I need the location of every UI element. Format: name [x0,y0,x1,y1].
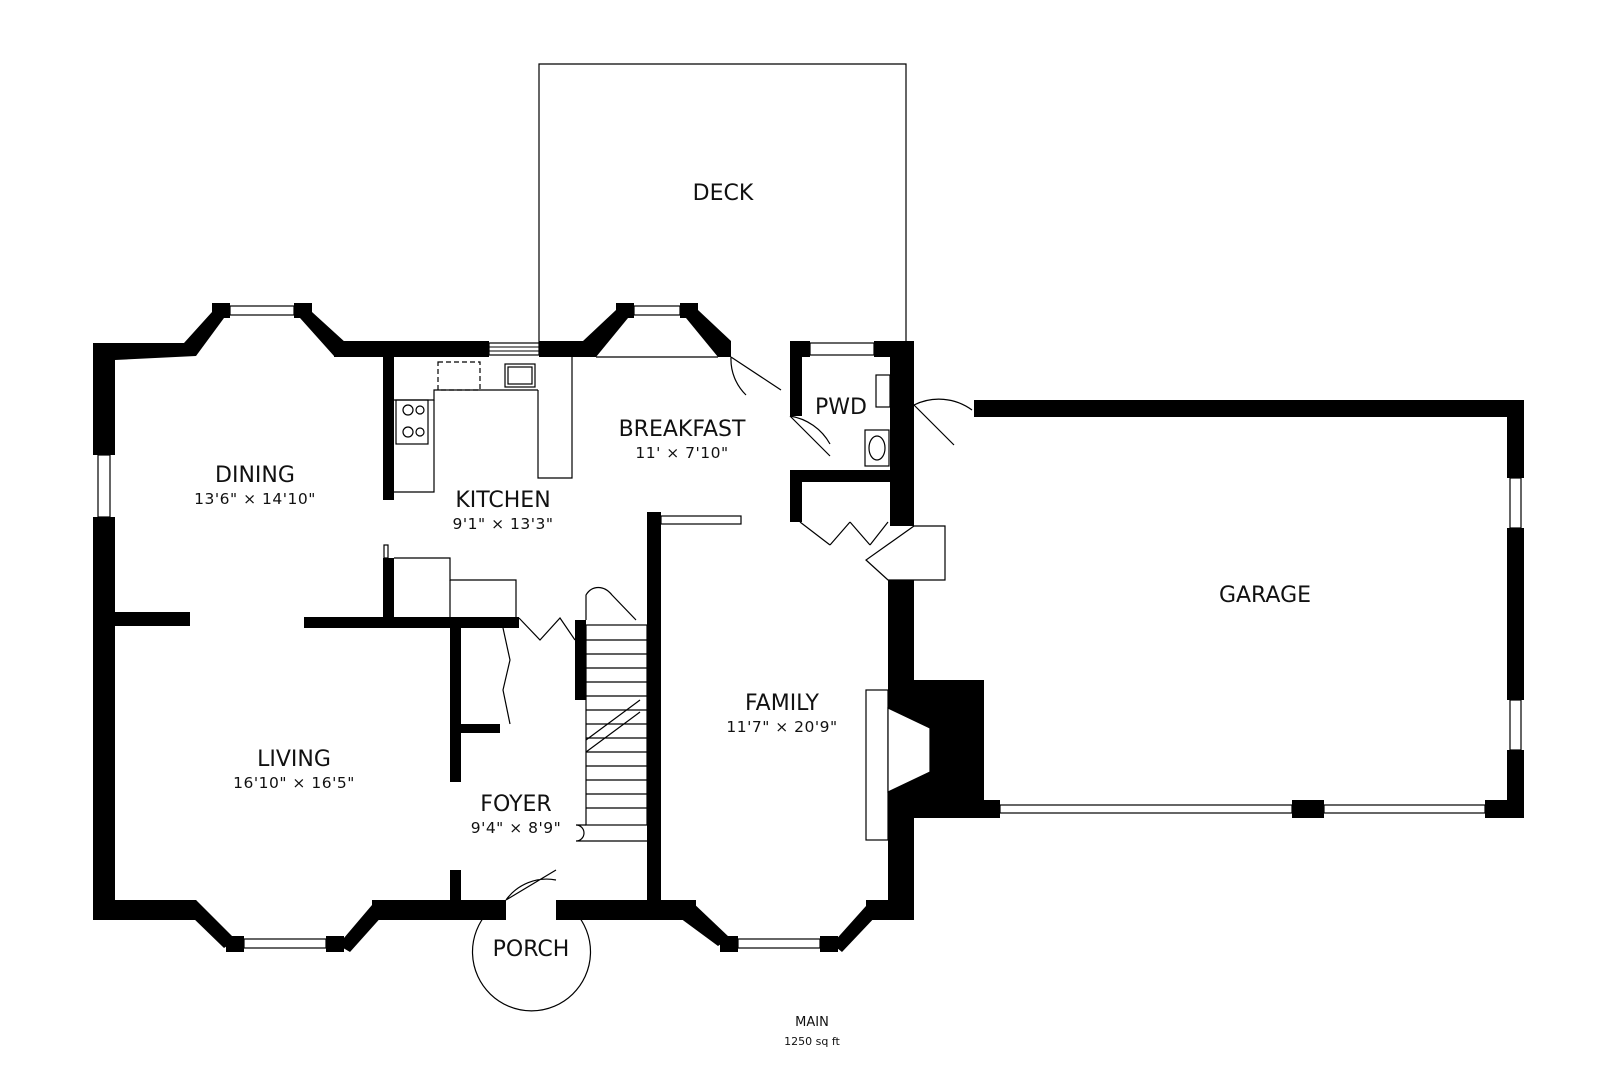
floor-name: MAIN [795,1015,829,1030]
breakfast-label: BREAKFAST [619,417,746,442]
deck-label: DECK [693,181,754,206]
living-label: LIVING [257,747,331,772]
floor-summary: MAIN 1250 sq ft [784,1015,840,1048]
floor-area: 1250 sq ft [784,1035,840,1048]
dining-label: DINING [215,463,295,488]
foyer-dimensions: 9'4" × 8'9" [471,819,562,837]
family-dimensions: 11'7" × 20'9" [726,718,837,736]
foyer-fixtures [383,544,517,617]
foyer-label: FOYER [480,792,551,817]
breakfast-dimensions: 11' × 7'10" [635,444,728,462]
deck-outline [538,63,907,345]
powder-room-fixtures [864,374,891,467]
kitchen-label: KITCHEN [455,488,550,513]
walls [93,303,1000,952]
porch-label: PORCH [493,937,570,962]
kitchen-dimensions: 9'1" × 13'3" [453,515,554,533]
porch-outline [471,911,592,1012]
kitchen-fixtures [394,357,573,493]
family-label: FAMILY [745,691,819,716]
pwd-label: PWD [815,395,867,420]
doors [502,356,973,901]
garage-label: GARAGE [1219,583,1311,608]
dining-dimensions: 13'6" × 14'10" [194,490,316,508]
living-dimensions: 16'10" × 16'5" [233,774,355,792]
garage-walls [974,400,1524,818]
room-labels: DECK DINING 13'6" × 14'10" KITCHEN 9'1" … [194,181,1311,962]
staircase [575,624,648,842]
